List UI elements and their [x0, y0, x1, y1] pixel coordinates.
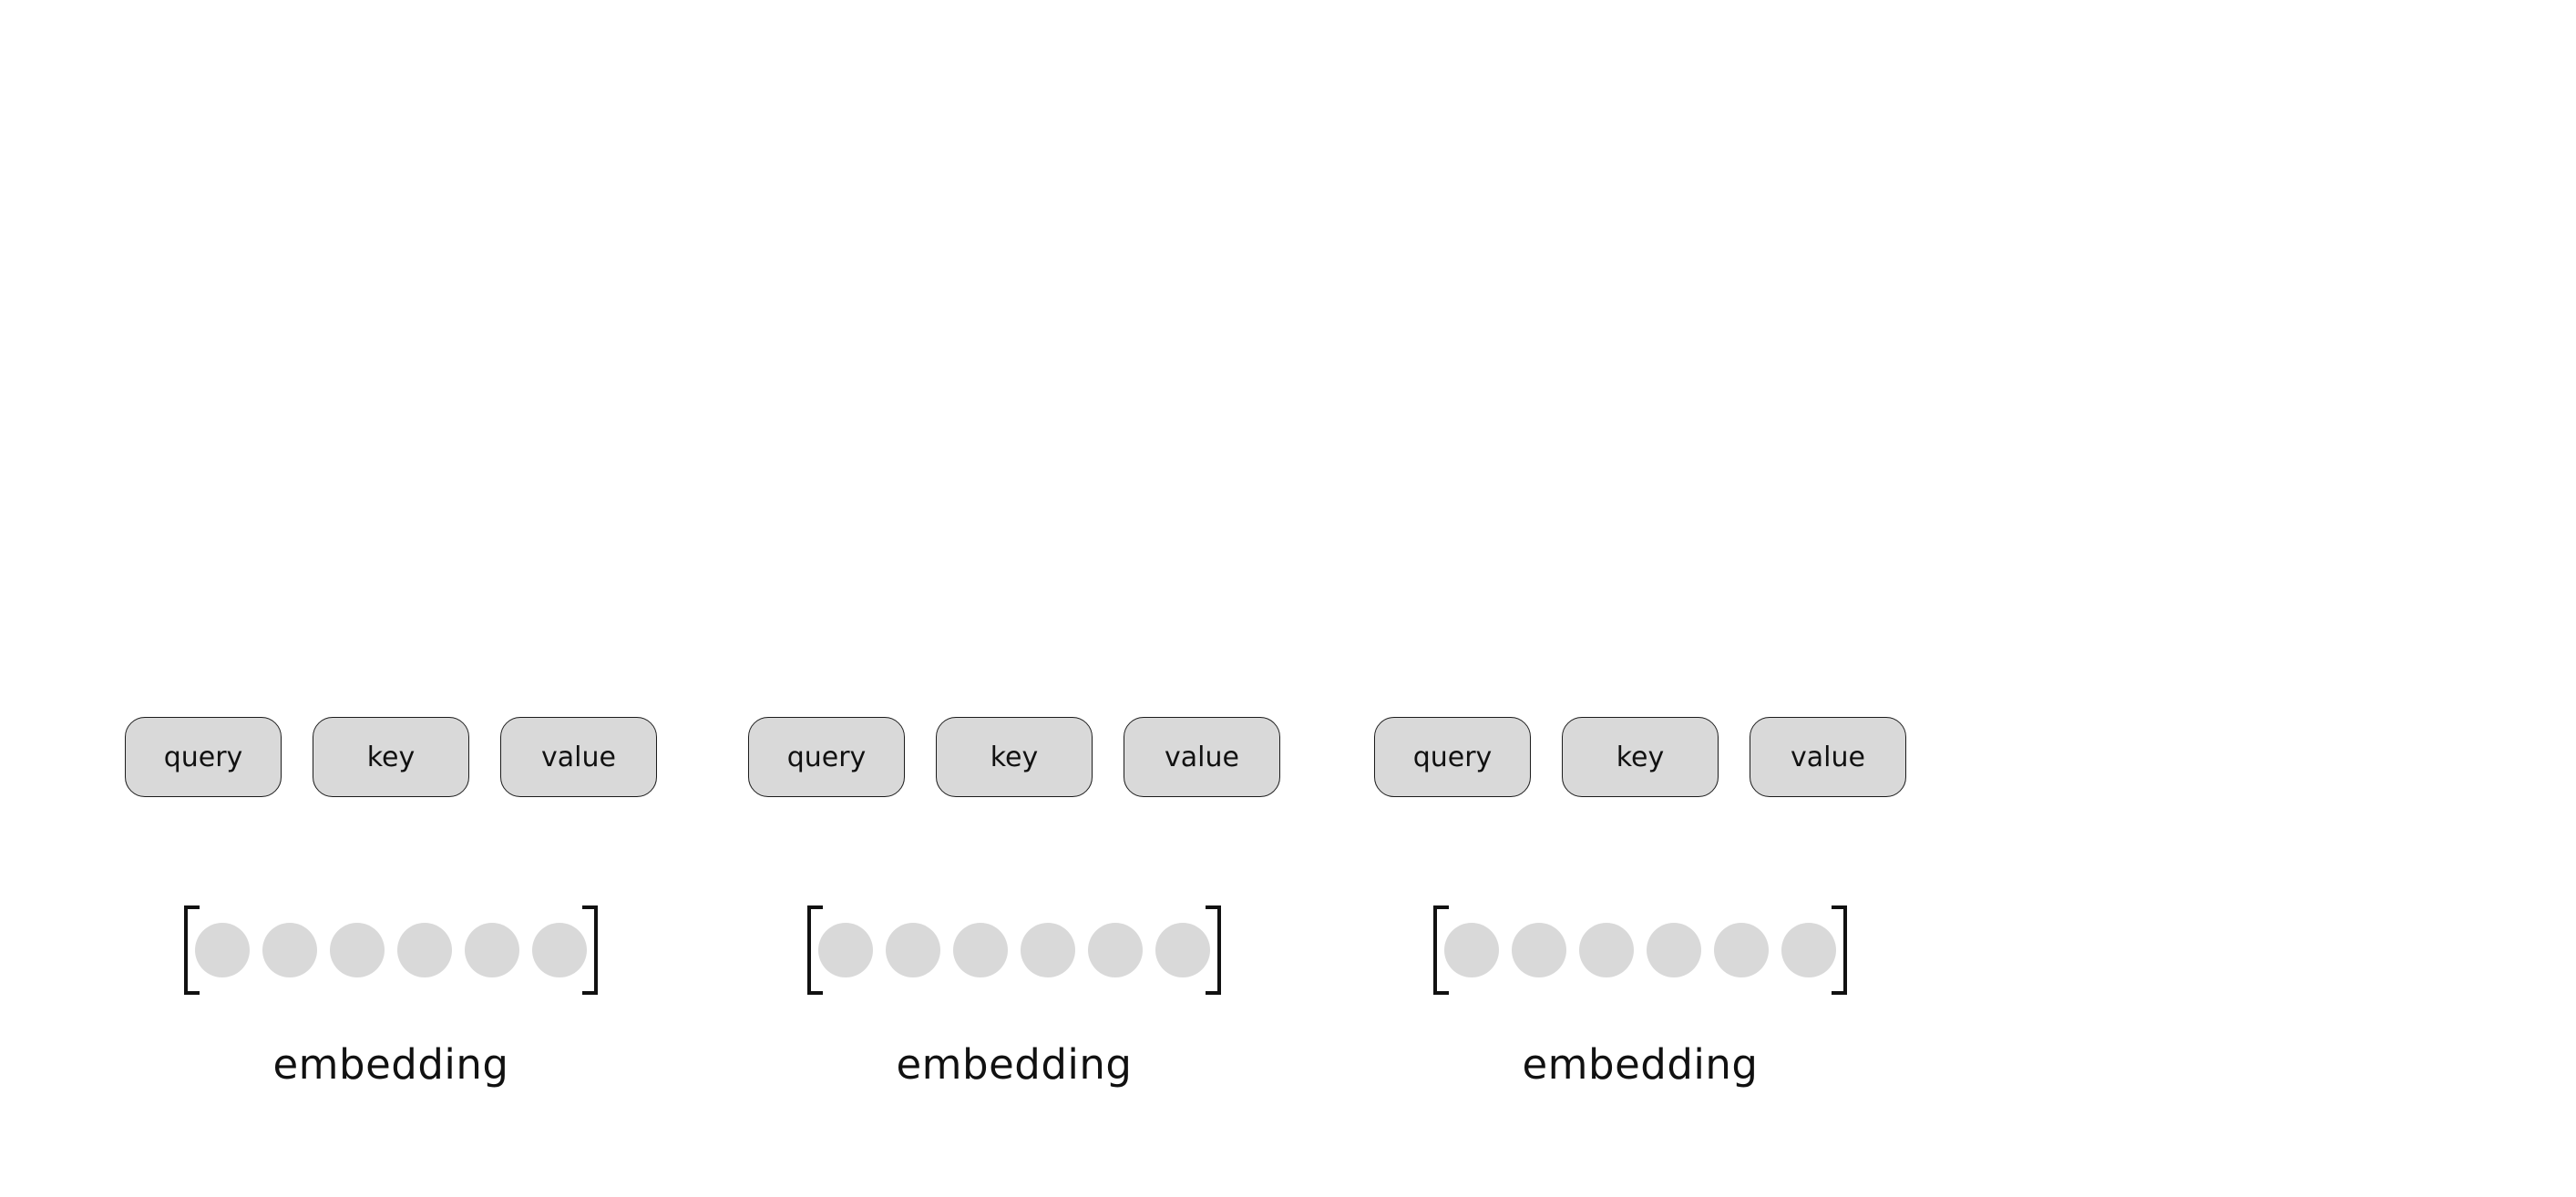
embedding-dot-icon: [1579, 923, 1634, 977]
left-bracket-icon: [184, 905, 200, 995]
embedding-dot-icon: [262, 923, 317, 977]
embedding-dot-icon: [397, 923, 452, 977]
embedding-vector: [807, 905, 1221, 995]
embedding-dot-icon: [1444, 923, 1499, 977]
qkv-row: query key value: [1374, 717, 1906, 797]
key-box: key: [313, 717, 469, 797]
embedding-label: embedding: [1522, 1040, 1759, 1089]
qkv-row: query key value: [748, 717, 1280, 797]
left-bracket-icon: [1433, 905, 1449, 995]
embedding-label: embedding: [272, 1040, 509, 1089]
embedding-vector: [184, 905, 598, 995]
embedding-dot-icon: [1714, 923, 1769, 977]
query-box: query: [748, 717, 905, 797]
embedding-dot-icon: [195, 923, 250, 977]
token-group-2: query key value embedding: [748, 717, 1280, 1089]
value-box: value: [1750, 717, 1906, 797]
embedding-dots: [195, 923, 587, 977]
right-bracket-icon: [1832, 905, 1847, 995]
token-group-1: query key value embedding: [125, 717, 657, 1089]
key-box: key: [936, 717, 1093, 797]
embedding-dots: [818, 923, 1210, 977]
embedding-label: embedding: [896, 1040, 1133, 1089]
embedding-dot-icon: [1155, 923, 1210, 977]
query-box: query: [125, 717, 282, 797]
query-box: query: [1374, 717, 1531, 797]
embedding-dots: [1444, 923, 1836, 977]
embedding-dot-icon: [532, 923, 587, 977]
embedding-dot-icon: [1088, 923, 1143, 977]
left-bracket-icon: [807, 905, 823, 995]
value-box: value: [1124, 717, 1280, 797]
embedding-dot-icon: [1781, 923, 1836, 977]
embedding-dot-icon: [1647, 923, 1701, 977]
right-bracket-icon: [582, 905, 598, 995]
embedding-dot-icon: [465, 923, 519, 977]
embedding-dot-icon: [886, 923, 940, 977]
embedding-dot-icon: [953, 923, 1008, 977]
embedding-dot-icon: [1021, 923, 1075, 977]
right-bracket-icon: [1206, 905, 1221, 995]
qkv-row: query key value: [125, 717, 657, 797]
value-box: value: [500, 717, 657, 797]
embedding-dot-icon: [818, 923, 873, 977]
key-box: key: [1562, 717, 1719, 797]
embedding-dot-icon: [1512, 923, 1566, 977]
token-group-3: query key value embedding: [1374, 717, 1906, 1089]
embedding-vector: [1433, 905, 1847, 995]
embedding-dot-icon: [330, 923, 385, 977]
